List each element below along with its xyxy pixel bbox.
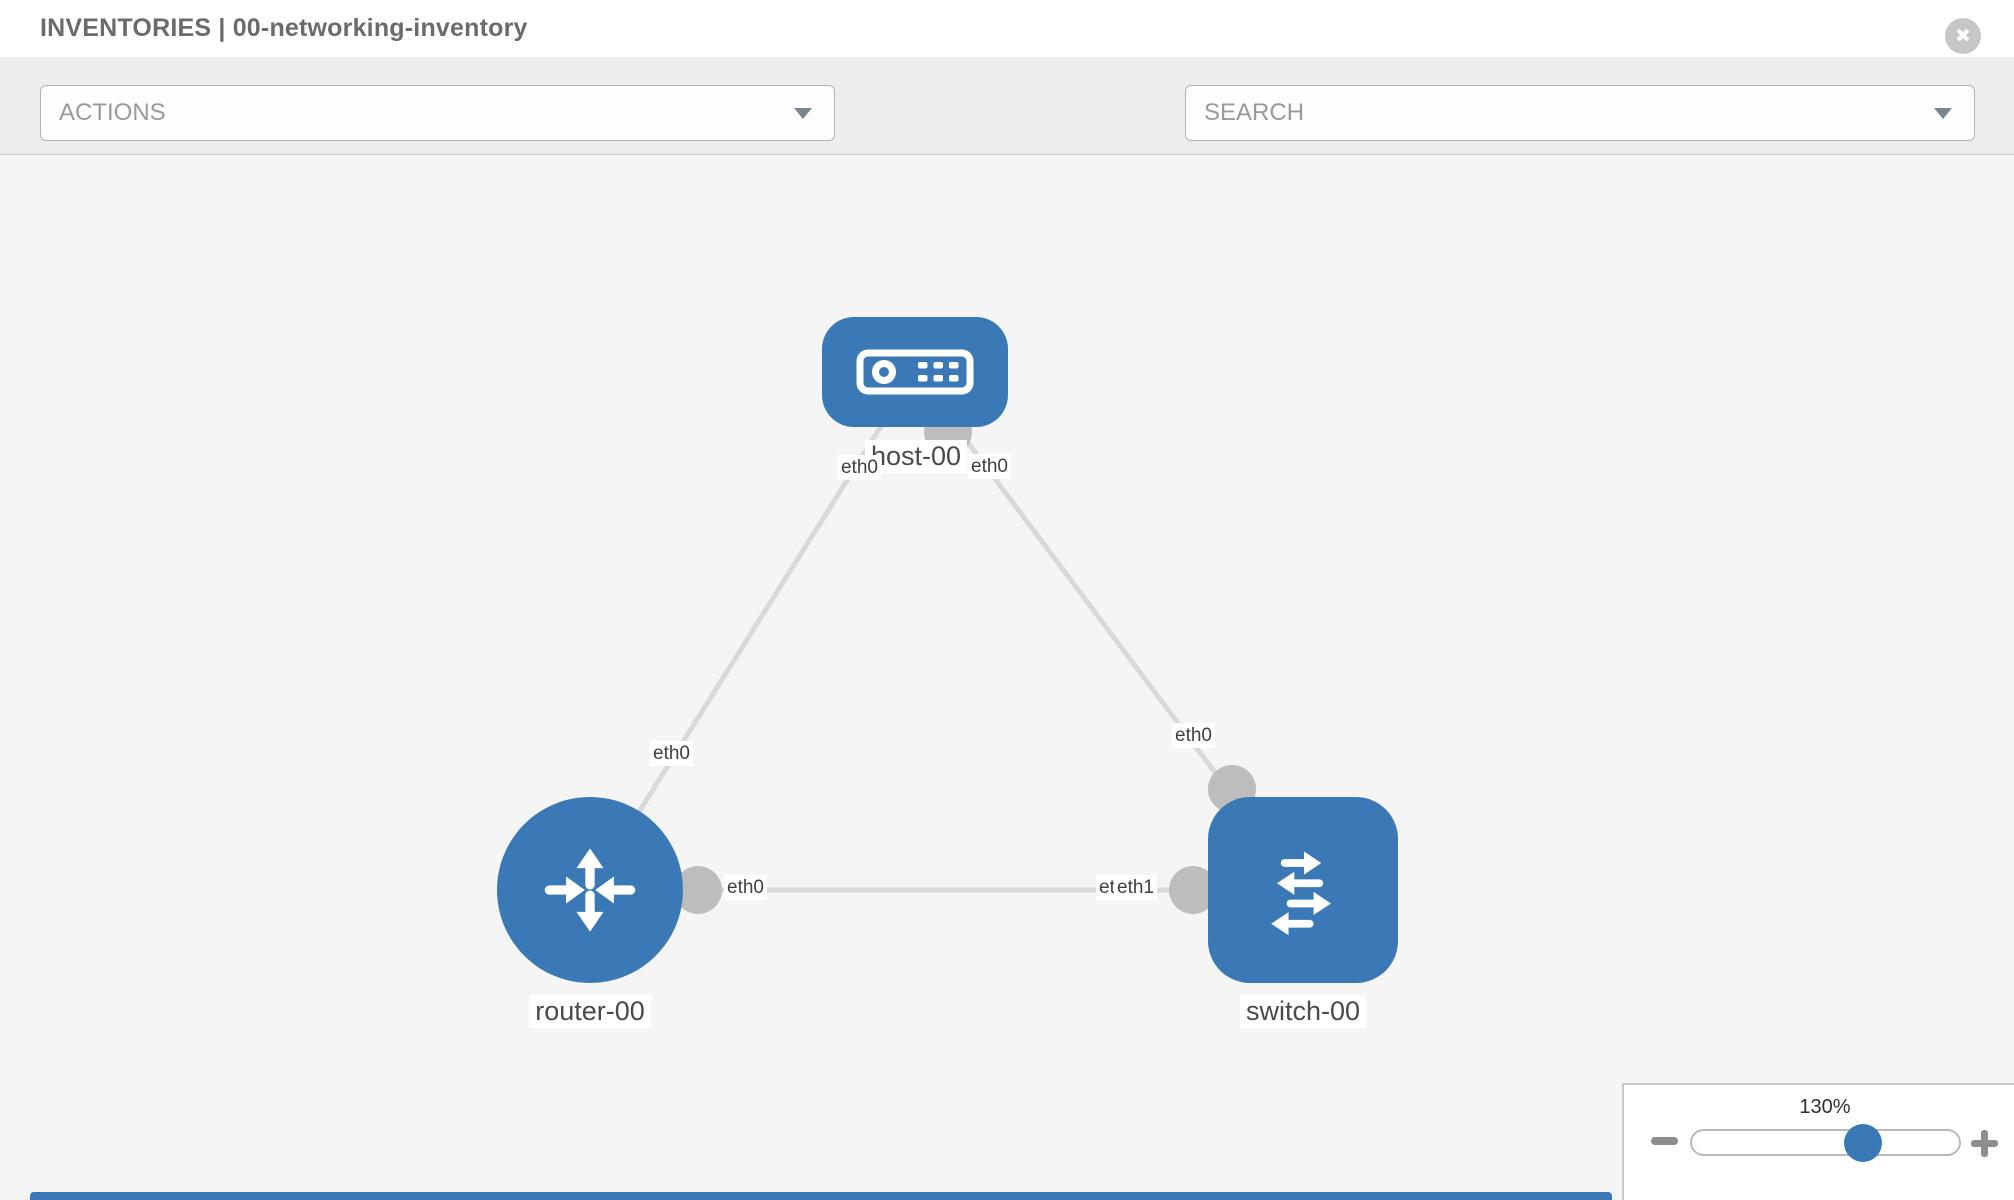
- chevron-down-icon: [794, 108, 812, 119]
- interface-label-3: eth0: [1172, 723, 1215, 748]
- topology-edges-layer: [587, 370, 1306, 914]
- search-dropdown[interactable]: SEARCH: [1185, 85, 1975, 141]
- page-title: INVENTORIES | 00-networking-inventory: [40, 14, 528, 42]
- port-connector-switch-00: [1169, 866, 1217, 914]
- close-icon: ✖: [1955, 25, 1971, 47]
- interface-label-4: eth0: [724, 875, 767, 900]
- host-icon: [856, 349, 974, 395]
- switch-icon: [1271, 851, 1331, 936]
- node-switch-00[interactable]: [1208, 797, 1398, 983]
- breadcrumb-header: INVENTORIES | 00-networking-inventory ✖: [0, 0, 2014, 58]
- zoom-in-button[interactable]: [1971, 1130, 1998, 1157]
- search-dropdown-label: SEARCH: [1204, 99, 1305, 126]
- interface-label-0: eth0: [838, 455, 881, 480]
- node-host-00[interactable]: [822, 317, 1008, 427]
- node-router-00[interactable]: [497, 797, 683, 983]
- router-icon: [544, 848, 636, 932]
- interface-label-2: eth0: [650, 741, 693, 766]
- close-button[interactable]: ✖: [1945, 18, 1981, 54]
- actions-dropdown[interactable]: ACTIONS: [40, 85, 835, 141]
- zoom-out-button[interactable]: [1651, 1137, 1678, 1145]
- interface-label-1: eth0: [968, 454, 1011, 479]
- actions-dropdown-label: ACTIONS: [59, 99, 166, 126]
- bottom-panel-edge: [30, 1192, 1612, 1200]
- zoom-slider-thumb[interactable]: [1844, 1124, 1883, 1162]
- node-label-switch-00: switch-00: [1239, 995, 1367, 1028]
- toolbar: ACTIONS SEARCH: [0, 57, 2014, 191]
- chevron-down-icon: [1934, 108, 1952, 119]
- zoom-slider-track[interactable]: [1690, 1129, 1961, 1156]
- node-label-host-00: host-00: [864, 440, 968, 473]
- zoom-level-label: 130%: [1799, 1096, 1851, 1118]
- zoom-control-panel: 130%: [1622, 1083, 2014, 1200]
- node-label-router-00: router-00: [529, 995, 651, 1028]
- port-connector-router-00: [674, 866, 722, 914]
- interface-label-6: eth1: [1114, 875, 1157, 900]
- topology-canvas[interactable]: host-00 router-00 switch-00 eth0 eth0 eth0 eth…: [0, 155, 2014, 1200]
